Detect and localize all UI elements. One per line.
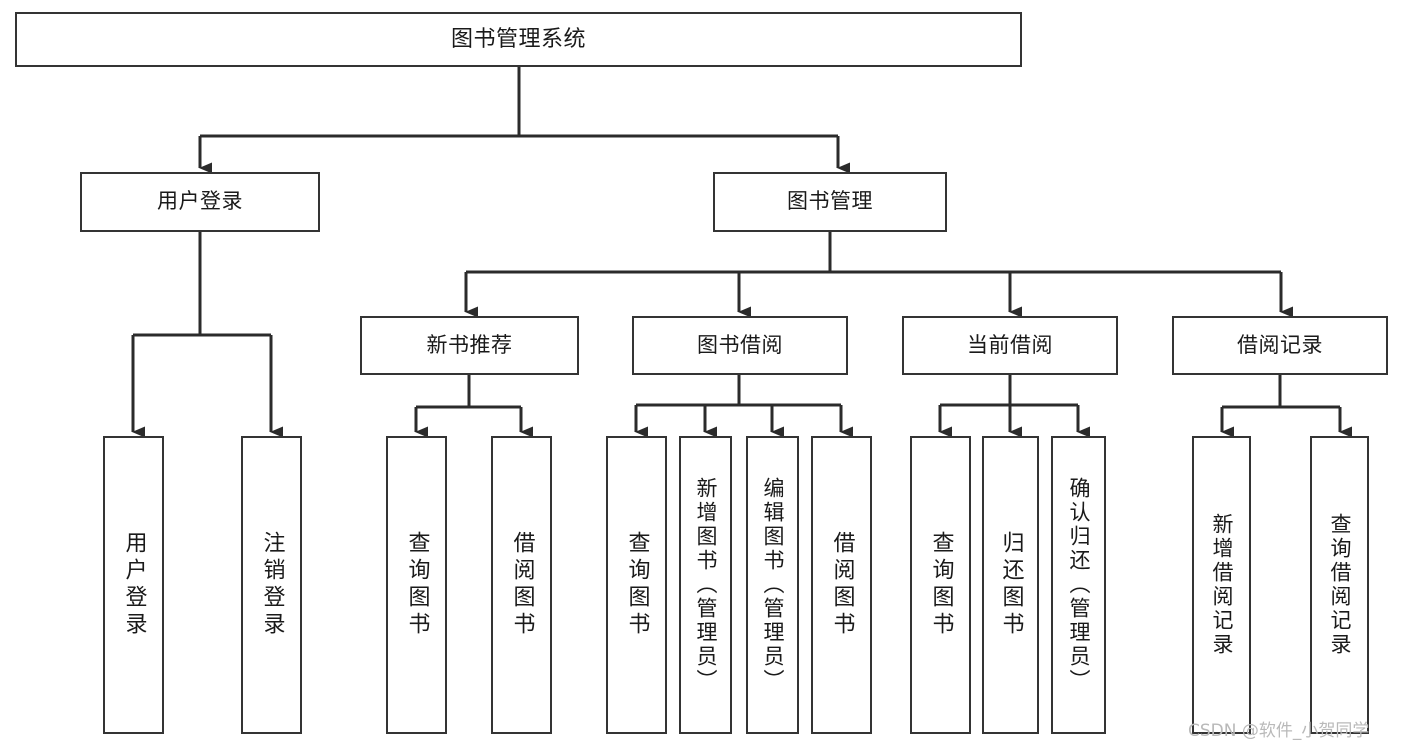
node-label: 借阅图书 xyxy=(509,531,535,639)
node-label: 新增借阅记录 xyxy=(1210,513,1234,657)
node-book-management[interactable]: 图书管理 xyxy=(713,172,947,232)
node-label: 用户登录 xyxy=(157,189,243,214)
node-label: 确认归还（管理员） xyxy=(1067,477,1091,693)
node-label: 图书借阅 xyxy=(697,332,783,357)
node-label: 查询图书 xyxy=(624,531,650,639)
leaf-borrow-record-query-record[interactable]: 查询借阅记录 xyxy=(1310,436,1369,734)
node-user-login[interactable]: 用户登录 xyxy=(80,172,320,232)
node-label: 借阅图书 xyxy=(829,531,855,639)
node-label: 新增图书（管理员） xyxy=(694,477,718,693)
leaf-book-borrow-query-book[interactable]: 查询图书 xyxy=(606,436,667,734)
node-label: 归还图书 xyxy=(998,531,1024,639)
leaf-current-borrow-confirm-return-admin[interactable]: 确认归还（管理员） xyxy=(1051,436,1106,734)
node-label: 新书推荐 xyxy=(426,332,513,357)
leaf-current-borrow-return-book[interactable]: 归还图书 xyxy=(982,436,1039,734)
leaf-book-borrow-add-book-admin[interactable]: 新增图书（管理员） xyxy=(679,436,732,734)
node-label: 用户登录 xyxy=(121,531,147,639)
leaf-book-borrow-edit-book-admin[interactable]: 编辑图书（管理员） xyxy=(746,436,799,734)
node-root-book-management-system[interactable]: 图书管理系统 xyxy=(15,12,1022,67)
node-borrow-record[interactable]: 借阅记录 xyxy=(1172,316,1388,375)
node-label: 查询图书 xyxy=(404,531,430,639)
node-label: 编辑图书（管理员） xyxy=(761,477,785,693)
node-label: 图书管理 xyxy=(787,189,873,214)
node-new-book-recommend[interactable]: 新书推荐 xyxy=(360,316,579,375)
node-book-borrow[interactable]: 图书借阅 xyxy=(632,316,848,375)
node-label: 查询图书 xyxy=(928,531,954,639)
node-label: 当前借阅 xyxy=(967,332,1053,357)
node-label: 图书管理系统 xyxy=(450,26,586,52)
leaf-book-borrow-borrow-book[interactable]: 借阅图书 xyxy=(811,436,872,734)
node-label: 查询借阅记录 xyxy=(1328,513,1352,657)
leaf-user-login-login[interactable]: 用户登录 xyxy=(103,436,164,734)
leaf-new-book-query-book[interactable]: 查询图书 xyxy=(386,436,447,734)
leaf-user-login-logout[interactable]: 注销登录 xyxy=(241,436,302,734)
node-current-borrow[interactable]: 当前借阅 xyxy=(902,316,1118,375)
leaf-new-book-borrow-book[interactable]: 借阅图书 xyxy=(491,436,552,734)
node-label: 借阅记录 xyxy=(1237,332,1323,357)
leaf-current-borrow-query-book[interactable]: 查询图书 xyxy=(910,436,971,734)
node-label: 注销登录 xyxy=(259,531,285,639)
watermark-text: CSDN @软件_小贺同学 xyxy=(1188,721,1370,741)
leaf-borrow-record-add-record[interactable]: 新增借阅记录 xyxy=(1192,436,1251,734)
